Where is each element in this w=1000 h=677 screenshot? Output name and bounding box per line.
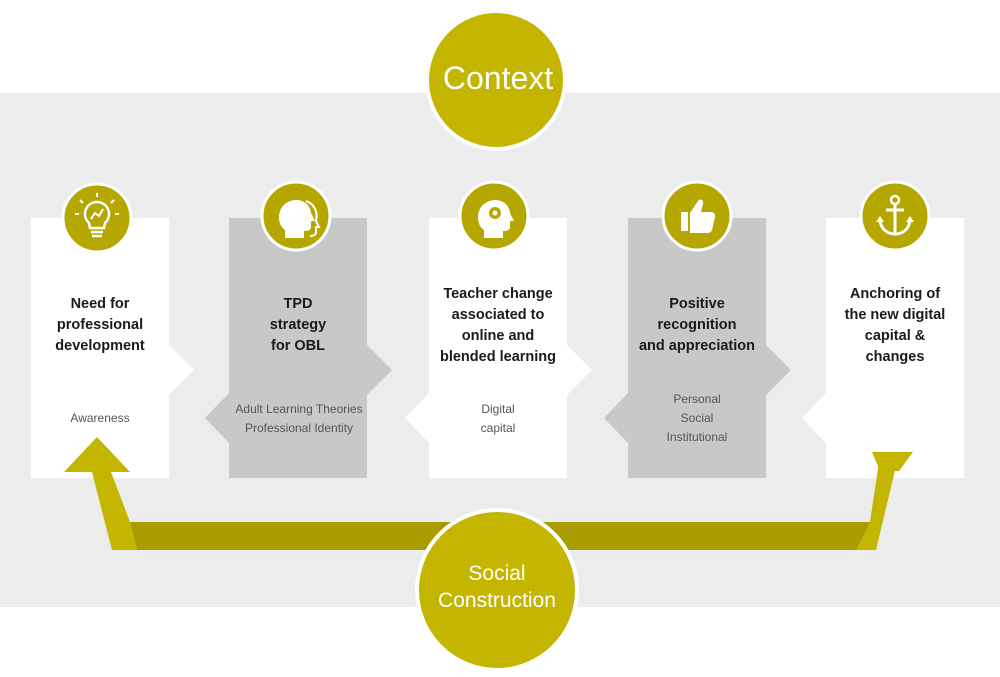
lightbulb-icon bbox=[61, 182, 133, 254]
step-4-title: Positive recognition and appreciation bbox=[638, 296, 756, 354]
context-circle bbox=[425, 9, 567, 151]
social-construction-label: Social Construction bbox=[438, 562, 556, 612]
step-3-title: Teacher change associated to online and … bbox=[439, 286, 556, 365]
social-construction-circle bbox=[415, 508, 579, 672]
step-3-subtitle: Digital capital bbox=[480, 402, 516, 435]
step-card-4 bbox=[604, 218, 791, 478]
step-card-1 bbox=[31, 218, 194, 478]
step-2-title: TPD strategy for OBL bbox=[269, 296, 327, 354]
step-5-title: Anchoring of the new digital capital & c… bbox=[844, 286, 946, 365]
head-profile-icon bbox=[260, 180, 332, 252]
step-2-subtitle: Adult Learning Theories Professional Ide… bbox=[235, 402, 363, 435]
step-card-5 bbox=[802, 218, 964, 478]
step-1-subtitle: Awareness bbox=[70, 411, 130, 425]
context-label: Context bbox=[442, 60, 554, 96]
step-card-3 bbox=[405, 218, 592, 478]
anchor-icon bbox=[859, 180, 931, 252]
step-1-title: Need for professional development bbox=[55, 296, 145, 354]
head-gear-icon bbox=[458, 180, 530, 252]
step-4-subtitle: Personal Social Institutional bbox=[666, 392, 728, 444]
thumbs-up-icon bbox=[661, 180, 733, 252]
step-card-2 bbox=[205, 218, 392, 478]
